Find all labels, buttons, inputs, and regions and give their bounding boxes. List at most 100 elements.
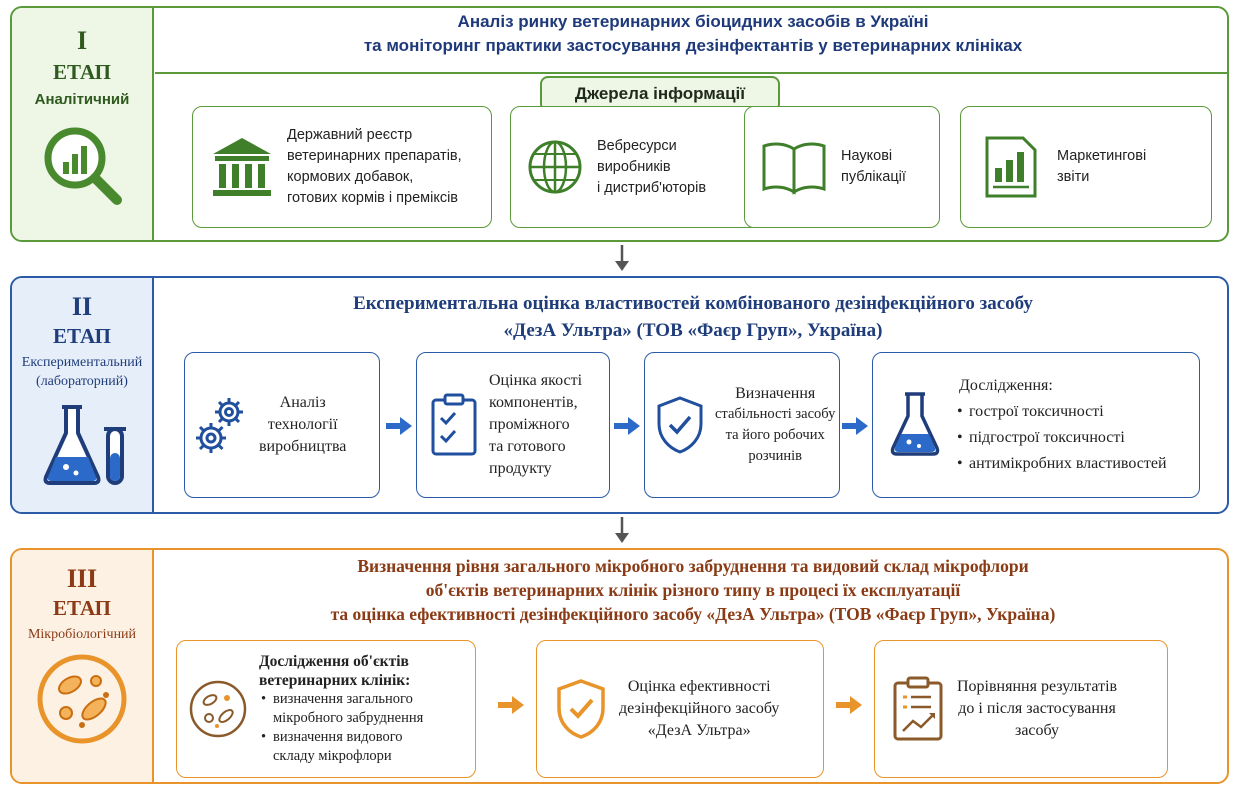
research-bullet: підгострої токсичності <box>957 425 1167 451</box>
right-arrow-icon <box>498 696 524 714</box>
stage-3-etap: ЕТАП <box>53 596 111 620</box>
card-text: до і після застосування <box>958 700 1116 717</box>
gears-icon <box>196 398 243 453</box>
stage-1-roman: I <box>76 26 88 55</box>
stage-3-title-line-1: Визначення рівня загального мікробного з… <box>357 556 1029 576</box>
card-text: «ДезА Ультра» <box>647 722 751 739</box>
card-text: і дистриб'юторів <box>597 179 707 196</box>
bacteria-petri-icon <box>37 654 127 744</box>
card-text: готових кормів і преміксів <box>287 190 458 206</box>
bullet-line: мікробного забруднення <box>273 710 424 726</box>
stage-3-title: Визначення рівня загального мікробного з… <box>160 554 1226 626</box>
card-text: та готового <box>489 438 566 455</box>
shield-check-icon <box>557 679 605 739</box>
card-text: ветеринарних препаратів, <box>287 148 462 164</box>
stage-3-title-line-3: та оцінка ефективності дезінфекційного з… <box>330 604 1056 624</box>
research-bullet: гострої токсичності <box>957 399 1167 425</box>
card-text: Маркетингові <box>1057 148 1147 164</box>
stage-2-panel <box>10 276 1229 514</box>
report-chart-icon <box>985 136 1037 198</box>
right-arrow-icon <box>836 696 862 714</box>
stage-1-title: Аналіз ринку ветеринарних біоцидних засо… <box>160 10 1226 58</box>
stage-1-panel <box>10 6 1229 242</box>
stage-2-title-line-2: «ДезА Ультра» (ТОВ «Фаєр Груп», Україна) <box>503 320 883 341</box>
stage-3-title-line-2: об'єктів ветеринарних клінік різного тип… <box>425 580 961 600</box>
card-text: кормових добавок, <box>287 169 414 185</box>
card-text: та його робочих <box>725 427 825 443</box>
step-card-efficacy: Оцінка ефективності дезінфекційного засо… <box>536 640 824 778</box>
lab-flask-tube-icon <box>43 405 126 485</box>
card-text: стабільності засобу <box>715 406 836 422</box>
bullet-line: визначення загального <box>273 691 413 707</box>
step-card-research: Дослідження: гострої токсичності підгост… <box>872 352 1200 498</box>
stage-2-title-line-1: Експериментальна оцінка властивостей ком… <box>353 293 1033 314</box>
source-card-marketing-reports: Маркетингові звіти <box>960 106 1212 228</box>
card-heading: ветеринарних клінік: <box>259 672 411 689</box>
card-text: розчинів <box>748 448 802 464</box>
card-text: Оцінка якості <box>489 372 583 389</box>
card-heading: Дослідження об'єктів <box>259 653 409 670</box>
card-text: Державний реєстр <box>287 127 413 143</box>
research-bullet: антимікробних властивостей <box>957 451 1166 477</box>
globe-icon <box>528 140 582 194</box>
card-text: публікації <box>841 169 906 185</box>
card-text: дезінфекційного засобу <box>619 700 780 717</box>
card-text: Порівняння результатів <box>957 678 1118 695</box>
step-card-technology-analysis: Аналіз технології виробництва <box>184 352 380 498</box>
bullet-line: складу мікрофлори <box>273 748 392 764</box>
card-text: звіти <box>1057 169 1090 185</box>
step-card-comparison: Порівняння результатів до і після застос… <box>874 640 1168 778</box>
stage-1-etap: ЕТАП <box>53 60 111 84</box>
card-text: виробників <box>597 158 671 175</box>
stage-1-title-line-1: Аналіз ринку ветеринарних біоцидних засо… <box>457 12 929 31</box>
research-heading: Дослідження: <box>959 377 1053 394</box>
step-card-quality-assessment: Оцінка якості компонентів, проміжного та… <box>416 352 610 498</box>
card-text: Оцінка ефективності <box>627 678 771 695</box>
right-arrow-icon <box>386 417 412 435</box>
card-text: Визначення <box>735 385 816 402</box>
clipboard-chart-icon <box>893 676 943 741</box>
stage-3-panel <box>10 548 1229 784</box>
clinic-bullet: визначення загального мікробного забрудне… <box>261 690 424 728</box>
stage-3-roman: III <box>66 564 98 593</box>
right-arrow-icon <box>614 417 640 435</box>
government-building-icon <box>213 138 271 196</box>
sources-label: Джерела інформації <box>574 84 746 103</box>
right-arrow-icon <box>842 417 868 435</box>
step-card-stability: Визначення стабільності засобу та його р… <box>644 352 840 498</box>
card-text: компонентів, <box>489 394 578 411</box>
flask-icon <box>890 392 940 456</box>
stage-3-name: Мікробіологічний <box>27 627 137 642</box>
card-text: технології <box>267 416 338 433</box>
stage-2-side-panel: II ЕТАП Експериментальний (лабораторний) <box>12 278 154 512</box>
step-card-clinic-objects: Дослідження об'єктів ветеринарних клінік… <box>176 640 476 778</box>
shield-check-icon <box>657 396 703 454</box>
source-card-state-register: Державний реєстр ветеринарних препаратів… <box>192 106 492 228</box>
stage-1-divider <box>155 72 1227 74</box>
down-arrow-icon <box>615 245 629 271</box>
petri-dish-icon <box>189 680 247 738</box>
stage-1-name: Аналітичний <box>34 91 130 108</box>
stage-1-title-line-2: та моніторинг практики застосування дезі… <box>363 36 1023 55</box>
card-text: виробництва <box>259 438 347 455</box>
stage-3-side-panel: III ЕТАП Мікробіологічний <box>12 550 154 782</box>
stage-1-side-panel: I ЕТАП Аналітичний <box>12 8 154 240</box>
clipboard-check-icon <box>431 393 477 456</box>
stage-2-name-line-1: Експериментальний <box>21 355 143 370</box>
card-text: Аналіз <box>279 394 326 411</box>
card-text: продукту <box>489 460 552 477</box>
magnifier-chart-icon <box>44 127 122 205</box>
card-text: Наукові <box>841 148 893 164</box>
stage-2-roman: II <box>71 292 93 321</box>
stage-2-name: Експериментальний (лабораторний) <box>12 353 152 391</box>
stage-2-etap: ЕТАП <box>53 324 111 348</box>
source-card-web-resources: Вебресурси виробників і дистриб'юторів <box>510 106 760 228</box>
source-card-publications: Наукові публікації <box>744 106 940 228</box>
card-text: Вебресурси <box>597 137 677 154</box>
card-text: проміжного <box>489 416 570 433</box>
card-text: засобу <box>1015 722 1060 739</box>
stage-2-title: Експериментальна оцінка властивостей ком… <box>160 290 1226 344</box>
book-icon <box>762 142 826 195</box>
stage-2-name-line-2: (лабораторний) <box>36 374 128 389</box>
